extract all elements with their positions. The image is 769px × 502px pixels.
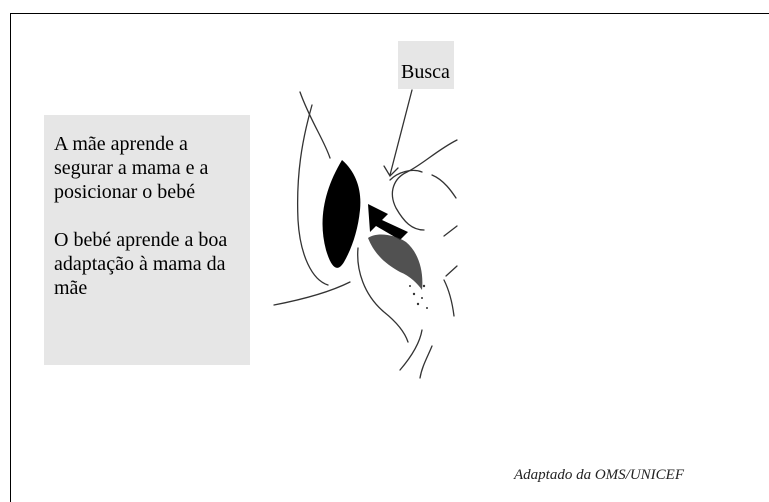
note-box: [44, 115, 250, 365]
areola-shape: [322, 160, 361, 268]
label-box: [398, 41, 454, 89]
note-text: A mãe aprende a segurar a mama e a posic…: [54, 132, 250, 300]
note-paragraph-mother: A mãe aprende a segurar a mama e a posic…: [54, 133, 209, 203]
breastfeeding-illustration: [273, 89, 458, 379]
arrow-line: [389, 89, 413, 176]
breast-outline: [299, 91, 331, 159]
label-text: Busca: [401, 61, 450, 83]
nipple-arrow: [368, 204, 408, 240]
slide-frame: [10, 13, 769, 502]
note-paragraph-baby: O bebé aprende a boa adaptação à mama da…: [54, 229, 228, 299]
source-credit: Adaptado da OMS/UNICEF: [514, 467, 684, 483]
baby-outline: [391, 139, 458, 231]
